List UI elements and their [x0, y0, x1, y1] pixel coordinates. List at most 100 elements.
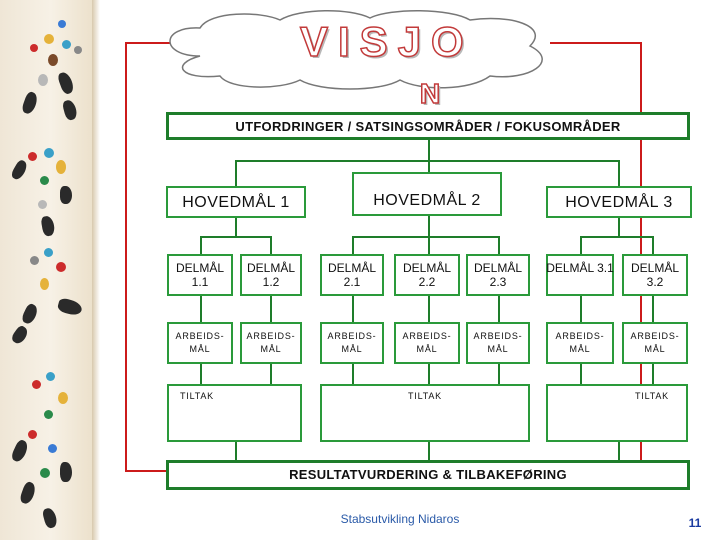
red-connector: [125, 42, 127, 472]
work-goal-box: [167, 322, 233, 364]
sub-goal-label: DELMÅL 3.2: [630, 261, 680, 289]
connector: [618, 160, 620, 186]
connector: [428, 442, 430, 460]
stone: [18, 480, 38, 506]
connector: [652, 296, 654, 322]
bead: [56, 160, 66, 174]
connector: [352, 236, 354, 254]
sub-goal-label: DELMÅL 1.2: [246, 261, 296, 289]
connector: [352, 296, 354, 322]
evaluation-box: [166, 460, 690, 490]
bead: [38, 200, 47, 209]
stone: [61, 98, 79, 122]
connector: [235, 160, 620, 162]
bead: [48, 444, 57, 453]
connector: [428, 236, 430, 254]
work-goal-box: [320, 322, 384, 364]
bead: [30, 44, 38, 52]
connector: [580, 236, 654, 238]
work-goal-label: ARBEIDS-MÅL: [327, 331, 377, 354]
work-goal-label: ARBEIDS-MÅL: [402, 331, 452, 354]
action-box: [167, 384, 302, 442]
connector: [652, 236, 654, 254]
main-goal-1-label: HOVEDMÅL 1: [182, 194, 290, 211]
connector: [200, 236, 272, 238]
work-goal-label: ARBEIDS-MÅL: [473, 331, 523, 354]
sub-goal-box: [394, 254, 460, 296]
bead: [38, 74, 48, 86]
action-label: TILTAK: [635, 391, 669, 401]
red-connector: [125, 42, 210, 44]
connector: [580, 296, 582, 322]
connector: [652, 364, 654, 384]
vision-title-continued: N: [419, 77, 441, 110]
work-goal-label: ARBEIDS-MÅL: [246, 331, 296, 354]
bead: [28, 430, 37, 439]
bead: [40, 468, 50, 478]
work-goal-box: [466, 322, 530, 364]
action-box: [320, 384, 530, 442]
connector: [352, 236, 500, 238]
bead: [32, 380, 41, 389]
sub-goal-label: DELMÅL 1.1: [175, 261, 225, 289]
connector: [352, 364, 354, 384]
bead: [40, 278, 49, 290]
main-goal-1: [166, 186, 306, 218]
action-label: TILTAK: [408, 391, 442, 401]
decorative-sidebar: [0, 0, 100, 540]
connector: [618, 218, 620, 236]
stone: [60, 462, 72, 482]
work-goal-box: [240, 322, 302, 364]
bead: [30, 256, 39, 265]
stone: [41, 506, 59, 530]
main-goal-2: [352, 172, 502, 216]
connector: [498, 364, 500, 384]
vision-title: VISJO: [299, 17, 474, 66]
stone: [40, 215, 56, 237]
red-connector: [550, 42, 642, 44]
connector: [270, 364, 272, 384]
bead: [44, 410, 53, 419]
action-box: [546, 384, 688, 442]
connector: [498, 296, 500, 322]
challenges-label: UTFORDRINGER / SATSINGSOMRÅDER / FOKUSOM…: [235, 119, 621, 134]
connector: [428, 160, 430, 172]
connector: [618, 442, 620, 460]
footer-text: Stabsutvikling Nidaros: [340, 512, 460, 526]
connector: [235, 218, 237, 236]
sub-goal-label: DELMÅL 2.1: [327, 261, 377, 289]
stone: [9, 324, 31, 346]
sidebar-edge: [92, 0, 100, 540]
bead: [28, 152, 37, 161]
connector: [270, 236, 272, 254]
connector: [428, 296, 430, 322]
connector: [235, 160, 237, 186]
main-goal-3: [546, 186, 692, 218]
evaluation-label: RESULTATVURDERING & TILBAKEFØRING: [289, 467, 567, 482]
stone: [56, 70, 76, 96]
connector: [270, 296, 272, 322]
bead: [58, 20, 66, 28]
stone: [60, 186, 72, 204]
bead: [58, 392, 68, 404]
connector: [498, 236, 500, 254]
sub-goal-box: [466, 254, 530, 296]
connector: [428, 364, 430, 384]
vision-cloud: [169, 9, 543, 90]
red-connector: [125, 470, 170, 472]
stone: [20, 302, 40, 326]
work-goal-label: ARBEIDS-MÅL: [630, 331, 680, 354]
stone: [9, 438, 31, 464]
main-goal-3-label: HOVEDMÅL 3: [565, 194, 673, 211]
connector: [580, 364, 582, 384]
sub-goal-box: [622, 254, 688, 296]
connector: [580, 236, 582, 254]
action-label: TILTAK: [180, 391, 214, 401]
stone: [9, 158, 30, 182]
bead: [46, 372, 55, 381]
bead: [74, 46, 82, 54]
page-number: 11: [688, 516, 702, 530]
connector: [200, 296, 202, 322]
connector: [428, 216, 430, 236]
work-goal-box: [546, 322, 614, 364]
